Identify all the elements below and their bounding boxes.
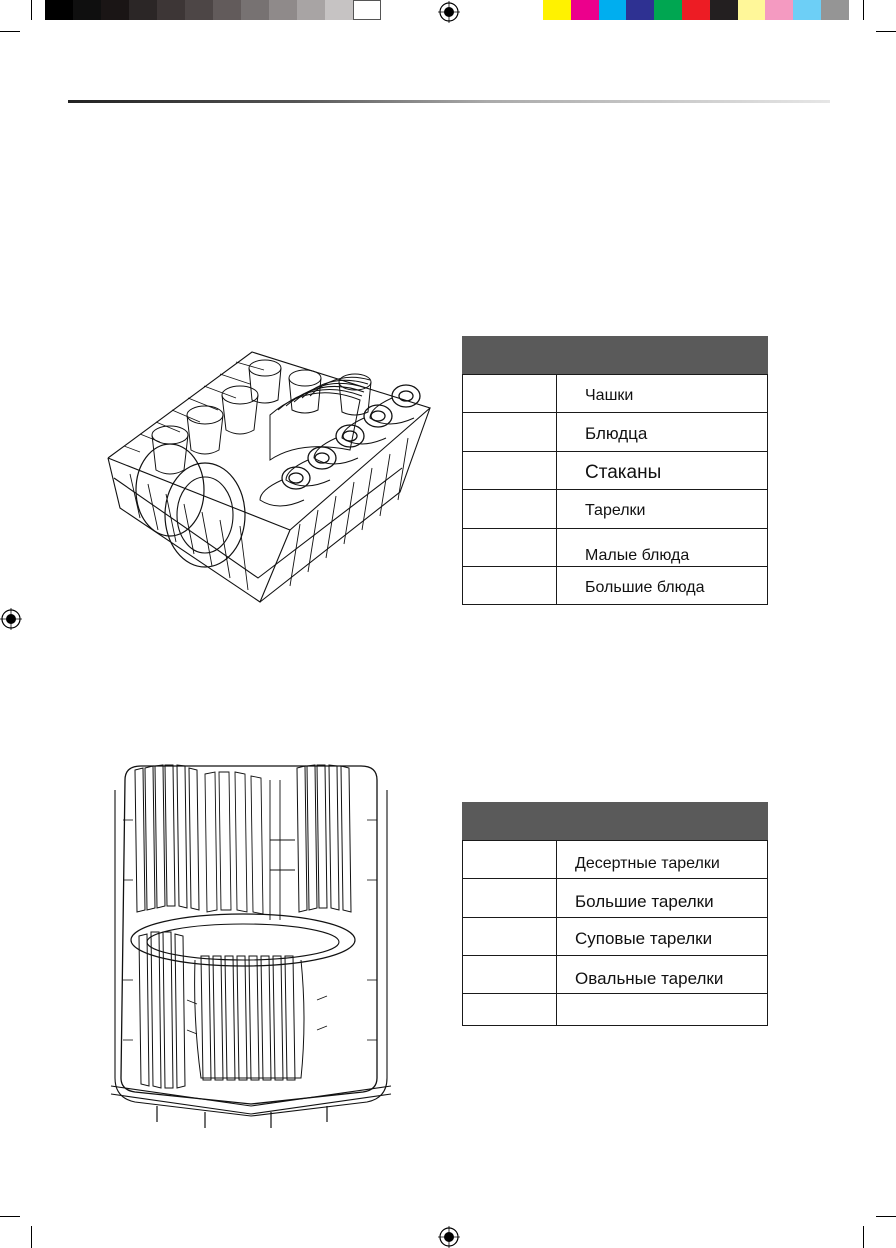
crop-mark	[31, 1226, 32, 1248]
color-swatch	[682, 0, 710, 20]
row-number-cell	[462, 489, 557, 529]
row-item-cell: Малые блюда	[556, 528, 768, 567]
row-item-label: Чашки	[585, 386, 634, 404]
row-item-label: Большие тарелки	[575, 892, 714, 911]
row-item-cell: Чашки	[556, 374, 768, 413]
row-item-label: Блюдца	[585, 424, 648, 443]
table-row: Тарелки	[462, 489, 768, 529]
row-item-cell: Большие тарелки	[556, 878, 768, 918]
color-swatch	[543, 0, 571, 20]
gray-swatch	[157, 0, 185, 20]
color-swatch	[626, 0, 655, 20]
row-number-cell	[462, 528, 557, 567]
row-item-cell: Суповые тарелки	[556, 917, 768, 956]
color-swatch	[737, 0, 766, 20]
gray-swatch	[241, 0, 269, 20]
table-row: Десертные тарелки	[462, 840, 768, 879]
gray-swatch	[297, 0, 325, 20]
crop-mark	[876, 31, 896, 32]
row-item-label: Тарелки	[585, 502, 646, 519]
row-item-cell: Стаканы	[556, 451, 768, 490]
row-item-label: Большие блюда	[585, 578, 705, 596]
color-swatch	[765, 0, 794, 20]
gray-swatch	[269, 0, 297, 20]
header-rule	[68, 100, 830, 103]
row-number-cell	[462, 955, 557, 994]
color-swatch	[793, 0, 822, 20]
lower-basket-legend-table: Десертные тарелки Большие тарелки Суповы…	[462, 802, 768, 1026]
color-swatch	[709, 0, 738, 20]
row-number-cell	[462, 566, 557, 605]
color-swatch	[570, 0, 599, 20]
row-number-cell	[462, 451, 557, 490]
table-row	[462, 993, 768, 1026]
crop-mark	[0, 31, 20, 32]
row-item-label: Десертные тарелки	[575, 854, 720, 872]
gray-swatch	[45, 0, 73, 20]
crop-mark	[31, 0, 32, 20]
row-item-label: Суповые тарелки	[575, 928, 713, 948]
crop-mark	[0, 1216, 20, 1217]
header-item-cell	[556, 802, 768, 841]
lower-basket-illustration	[110, 764, 392, 1128]
gray-swatch	[101, 0, 129, 20]
row-item-label: Малые блюда	[585, 546, 690, 564]
row-item-cell: Большие блюда	[556, 566, 768, 605]
table-row: Большие тарелки	[462, 878, 768, 918]
row-item-cell: Овальные тарелки	[556, 955, 768, 994]
table-row: Стаканы	[462, 451, 768, 490]
row-item-label: Стаканы	[585, 461, 662, 483]
table-header-row	[462, 336, 768, 375]
upper-basket-legend-table: Чашки Блюдца Стаканы Тарелки Малые блюда…	[462, 336, 768, 605]
crop-mark	[863, 1226, 864, 1248]
row-number-cell	[462, 917, 557, 956]
row-item-label: Овальные тарелки	[575, 968, 724, 988]
register-mark-top-icon	[438, 1, 460, 23]
upper-basket-illustration	[107, 351, 432, 603]
register-mark-left-icon	[0, 608, 22, 630]
table-row: Суповые тарелки	[462, 917, 768, 956]
color-swatch	[654, 0, 683, 20]
row-number-cell	[462, 840, 557, 879]
color-swatch	[821, 0, 849, 20]
table-header-row	[462, 802, 768, 841]
gray-swatch	[185, 0, 213, 20]
register-mark-bottom-icon	[438, 1226, 460, 1248]
header-item-cell	[556, 336, 768, 375]
table-row: Блюдца	[462, 412, 768, 452]
table-row: Овальные тарелки	[462, 955, 768, 994]
gray-swatch	[73, 0, 101, 20]
gray-swatch	[213, 0, 241, 20]
row-item-cell	[556, 993, 768, 1026]
row-number-cell	[462, 374, 557, 413]
row-number-cell	[462, 878, 557, 918]
table-row: Большие блюда	[462, 566, 768, 605]
header-number-cell	[462, 336, 557, 375]
crop-mark	[876, 1216, 896, 1217]
table-row: Чашки	[462, 374, 768, 413]
gray-swatch	[325, 0, 353, 20]
color-swatch	[598, 0, 627, 20]
gray-swatch	[129, 0, 157, 20]
gray-swatch	[353, 0, 381, 20]
row-number-cell	[462, 993, 557, 1026]
row-item-cell: Десертные тарелки	[556, 840, 768, 879]
header-number-cell	[462, 802, 557, 841]
row-item-cell: Блюдца	[556, 412, 768, 452]
table-row: Малые блюда	[462, 528, 768, 567]
row-number-cell	[462, 412, 557, 452]
row-item-cell: Тарелки	[556, 489, 768, 529]
crop-mark	[863, 0, 864, 20]
